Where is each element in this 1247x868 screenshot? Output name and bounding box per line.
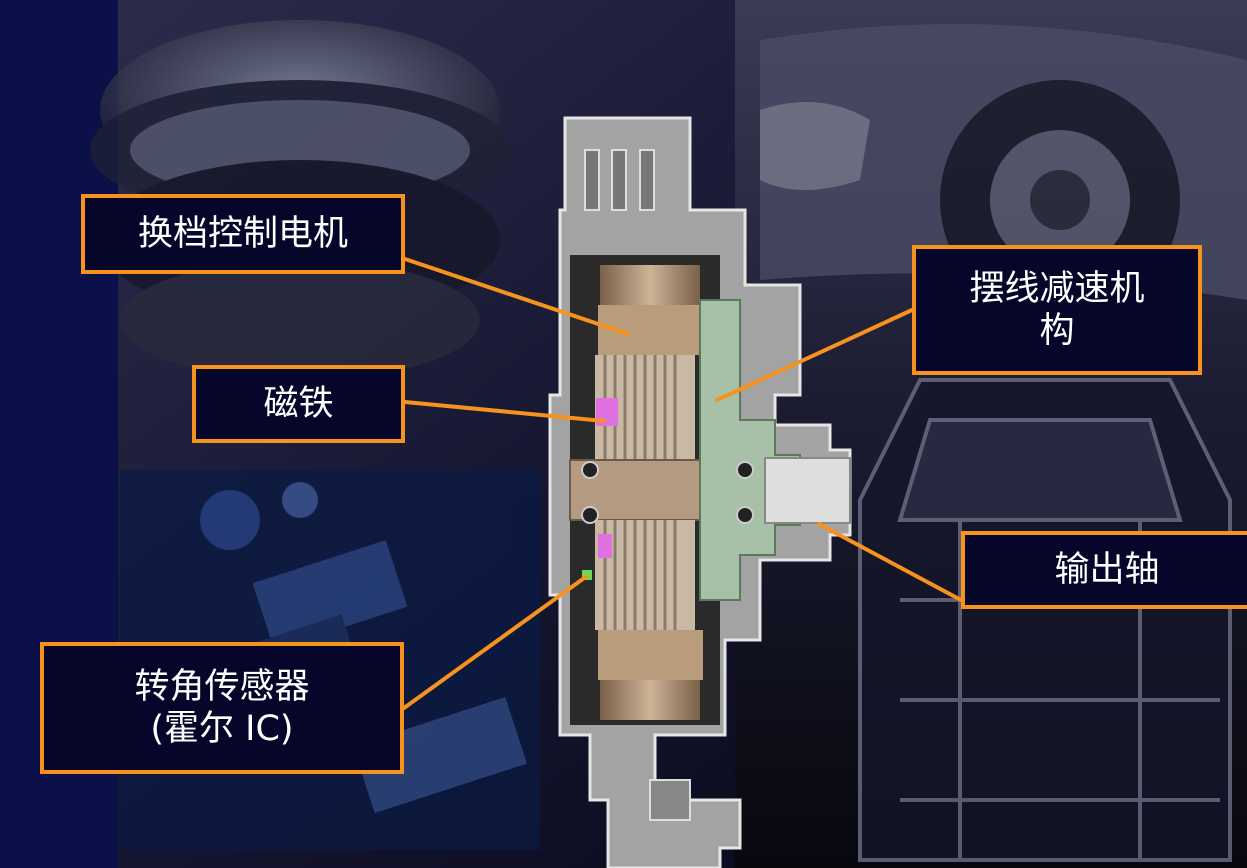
leader-line-magnet: [403, 400, 606, 423]
label-output-shaft: 输出轴: [961, 531, 1247, 609]
leader-line-motor: [403, 257, 630, 336]
leader-line-sensor: [402, 574, 589, 710]
label-cycloid-reducer: 摆线减速机 构: [912, 245, 1202, 375]
label-shift-control-motor: 换档控制电机: [81, 194, 405, 274]
car-frame-photo: [858, 378, 1232, 862]
label-angle-sensor: 转角传感器 (霍尔 IC): [40, 642, 404, 774]
leader-line-reducer: [715, 308, 914, 402]
leader-line-shaft: [817, 522, 963, 602]
leader-lines: [402, 257, 963, 710]
label-magnet: 磁铁: [192, 365, 405, 443]
